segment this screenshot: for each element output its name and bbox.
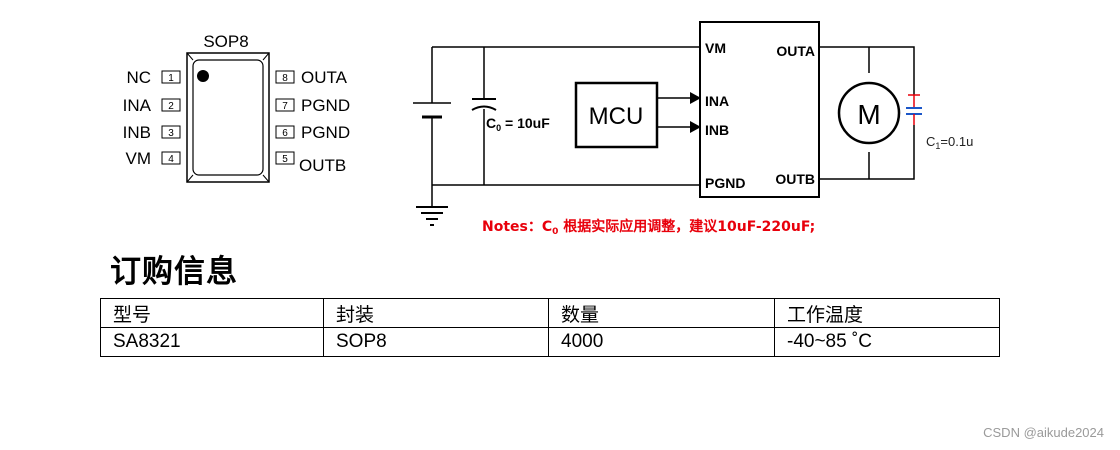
mcu-label: MCU	[589, 103, 644, 130]
chip-pin-inb: INB	[705, 122, 729, 138]
cell-quantity: 4000	[548, 327, 775, 357]
pin-1: 1 NC	[126, 68, 181, 87]
pin-number: 4	[168, 154, 174, 165]
pin-name: PGND	[301, 96, 350, 115]
pin-number: 2	[168, 101, 174, 112]
pin-name: OUTB	[299, 156, 346, 175]
inb-arrow	[690, 121, 701, 133]
ordering-table: 型号 封装 数量 工作温度 SA8321 SOP8 4000 -40~85 ˚C	[100, 298, 1000, 357]
header-package: 封装	[323, 298, 549, 328]
notes-text: Notes：C0 根据实际应用调整，建议10uF-220uF;	[482, 218, 815, 237]
table-row: SA8321 SOP8 4000 -40~85 ˚C	[100, 327, 1000, 357]
chip-pin-pgnd: PGND	[705, 175, 745, 191]
cell-model: SA8321	[100, 327, 324, 357]
driver-ic-box	[699, 21, 820, 198]
pin-name: INB	[123, 123, 151, 142]
application-circuit	[413, 21, 915, 226]
pin-name: VM	[126, 149, 152, 168]
cell-package: SOP8	[323, 327, 549, 357]
pin-6: 6 PGND	[275, 123, 350, 142]
pin-8: 8 OUTA	[275, 68, 348, 87]
ordering-info-title: 订购信息	[110, 254, 238, 290]
header-temperature: 工作温度	[774, 298, 1000, 328]
c1-capacitor	[906, 94, 922, 125]
pin-name: PGND	[301, 123, 350, 142]
watermark: CSDN @aikude2024	[983, 425, 1104, 440]
chip-pin-outa: OUTA	[776, 43, 815, 59]
c0-label: C0 = 10uF	[486, 115, 550, 133]
cell-temperature: -40~85 ˚C	[774, 327, 1000, 357]
pin-number: 5	[282, 154, 288, 165]
chip-pin-ina: INA	[705, 93, 729, 109]
pin-name: INA	[123, 96, 152, 115]
package-inner-outline	[192, 59, 264, 176]
pin-name: OUTA	[301, 68, 348, 87]
application-diagram: SOP8 1 NC 2 INA 3 INB 4 VM	[123, 21, 973, 237]
table-header-row: 型号 封装 数量 工作温度	[100, 298, 1000, 328]
c1-label: C1=0.1u	[926, 134, 973, 151]
pin-5: 5 OUTB	[275, 151, 346, 175]
pin-4: 4 VM	[126, 149, 181, 168]
sop8-pinout: SOP8 1 NC 2 INA 3 INB 4 VM	[123, 32, 350, 183]
ina-arrow	[690, 92, 701, 104]
chip-pin-outb: OUTB	[775, 171, 815, 187]
package-label: SOP8	[203, 32, 248, 51]
pin-number: 6	[282, 128, 288, 139]
motor-symbol	[837, 81, 901, 145]
pin1-marker-dot	[197, 70, 209, 82]
pin-number: 3	[168, 128, 174, 139]
pin-3: 3 INB	[123, 123, 181, 142]
pin-number: 8	[282, 73, 288, 84]
pin-2: 2 INA	[123, 96, 181, 115]
chip-pin-vm: VM	[705, 40, 726, 56]
pin-name: NC	[126, 68, 151, 87]
header-quantity: 数量	[548, 298, 775, 328]
pin-number: 1	[168, 73, 174, 84]
pin-7: 7 PGND	[275, 96, 350, 115]
motor-label: M	[857, 99, 880, 130]
c0-plate-bottom	[471, 105, 497, 111]
header-model: 型号	[100, 298, 324, 328]
mcu-box	[574, 81, 659, 149]
pin-number: 7	[282, 101, 288, 112]
